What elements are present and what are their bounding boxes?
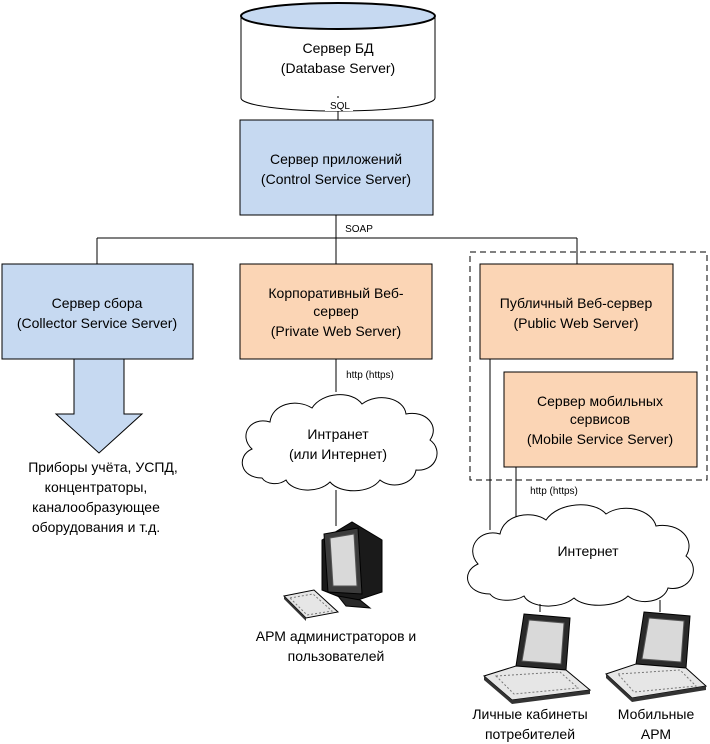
mobile-server-subtitle: (Mobile Service Server): [527, 431, 673, 447]
consumers-caption-line1: Личные кабинеты: [472, 706, 587, 722]
consumers-caption: Личные кабинеты потребителей: [472, 706, 587, 742]
devices-caption-line3: каналообразующее: [32, 499, 160, 515]
public-web-server-node: Публичный Веб-сервер (Public Web Server): [479, 263, 674, 360]
mobile-caption: Мобильные АРМ: [618, 706, 695, 742]
devices-down-arrow: [54, 358, 144, 454]
devices-caption-line4: оборудования и т.д.: [32, 519, 160, 535]
admin-caption: АРМ администраторов и пользователей: [256, 628, 416, 664]
mobile-caption-line2: АРМ: [641, 726, 671, 742]
public-http-label: http (https): [530, 486, 578, 497]
consumer-laptop-icon: [482, 613, 592, 704]
collector-server-node: Сервер сбора (Collector Service Server): [1, 263, 194, 360]
intranet-cloud: Интранет (или Интернет): [241, 394, 438, 492]
mobile-caption-line1: Мобильные: [618, 706, 695, 722]
desktop-computer-icon: [282, 521, 383, 621]
sql-label: SQL: [330, 101, 350, 112]
dmz-dashed-group: [469, 251, 708, 481]
devices-caption-line1: Приборы учёта, УСПД,: [28, 459, 178, 475]
intranet-cloud-subtitle: (или Интернет): [289, 446, 387, 462]
collector-server-title: Сервер сбора: [52, 295, 143, 311]
devices-caption-line2: концентраторы,: [45, 479, 148, 495]
mobile-server-node: Сервер мобильных сервисов (Mobile Servic…: [503, 371, 698, 468]
control-server-node: Сервер приложений (Control Service Serve…: [239, 119, 434, 216]
sql-label-bg: [325, 98, 353, 111]
intranet-cloud-title: Интранет: [307, 426, 369, 442]
devices-caption: Приборы учёта, УСПД, концентраторы, кана…: [28, 459, 178, 535]
public-web-server-title: Публичный Веб-сервер: [500, 295, 653, 311]
control-server-subtitle: (Control Service Server): [261, 171, 411, 187]
private-http-label: http (https): [346, 370, 394, 381]
private-web-server-node: Корпоративный Веб- сервер (Private Web S…: [239, 263, 433, 360]
admin-caption-line2: пользователей: [288, 648, 385, 664]
private-web-server-line1: Корпоративный Веб-: [268, 285, 404, 301]
database-server-title: Сервер БД: [302, 40, 374, 56]
database-server-subtitle: (Database Server): [281, 60, 395, 76]
private-web-server-line2: сервер: [313, 303, 359, 319]
internet-cloud: Интернет: [467, 504, 694, 607]
admin-caption-line1: АРМ администраторов и: [256, 628, 416, 644]
public-web-server-subtitle: (Public Web Server): [513, 315, 638, 331]
mobile-laptop-icon: [605, 611, 708, 702]
database-server-node: Сервер БД (Database Server): [240, 2, 436, 112]
collector-server-subtitle: (Collector Service Server): [17, 315, 177, 331]
control-server-title: Сервер приложений: [270, 151, 402, 167]
consumers-caption-line2: потребителей: [485, 726, 575, 742]
internet-cloud-title: Интернет: [557, 543, 619, 559]
mobile-server-line2: сервисов: [570, 411, 630, 427]
mobile-server-line1: Сервер мобильных: [537, 393, 663, 409]
private-web-server-subtitle: (Private Web Server): [271, 323, 401, 339]
soap-label: SOAP: [345, 224, 373, 235]
